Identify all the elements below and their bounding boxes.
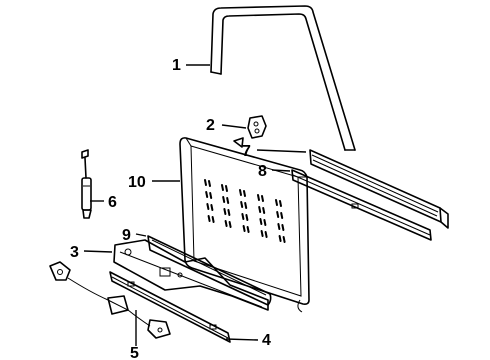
panel-slot (223, 208, 227, 215)
panel-slot (261, 195, 264, 202)
panel-slot (211, 216, 215, 223)
callout-2: 2 (206, 117, 215, 134)
panel-slot (277, 223, 281, 230)
panel-slot (222, 196, 226, 203)
panel-slot (241, 213, 245, 220)
part-4-rail (109, 271, 231, 343)
part-3-lower-panel (113, 239, 269, 311)
panel-slot (206, 203, 210, 210)
panel-slot (204, 179, 207, 186)
part-2-hinge (233, 115, 267, 148)
panel-slot (275, 199, 278, 206)
panel-slot (246, 226, 250, 233)
panel-slot (281, 224, 285, 231)
panel-slot (205, 191, 209, 198)
panel-slot (244, 202, 248, 209)
panel-slot (258, 206, 262, 213)
leader-9 (135, 233, 147, 237)
leader-4 (225, 338, 259, 341)
part-5-latch-cable (49, 261, 171, 339)
leader-2 (221, 124, 247, 129)
panel-slot (225, 185, 228, 192)
panel-slot (259, 218, 263, 225)
panel-slot (228, 221, 232, 228)
panel-slot (262, 207, 266, 214)
leader-3 (83, 250, 113, 253)
callout-3: 3 (70, 244, 79, 261)
panel-slot (260, 230, 264, 237)
callout-7: 7 (242, 143, 251, 160)
panel-slot (278, 235, 282, 242)
part-6-lift-support (81, 149, 92, 219)
callout-numbers: 1 2 7 8 10 6 9 3 4 5 (70, 57, 271, 360)
panel-slot (245, 214, 249, 221)
panel-slot (221, 184, 224, 191)
panel-slot (282, 236, 286, 243)
callout-10: 10 (128, 174, 146, 191)
panel-slot (239, 189, 242, 196)
callout-8: 8 (258, 163, 267, 180)
part-7-upper-channel (309, 149, 449, 229)
leader-8 (271, 169, 291, 172)
callout-9: 9 (122, 227, 131, 244)
panel-slot (264, 231, 268, 238)
panel-slot (240, 201, 244, 208)
callout-6: 6 (108, 194, 117, 211)
leader-lines (83, 64, 307, 346)
panel-slot (280, 212, 284, 219)
callout-1: 1 (172, 57, 181, 74)
panel-slot (276, 211, 280, 218)
panel-slot (242, 225, 246, 232)
panel-slot (209, 192, 213, 199)
panel-slot (227, 209, 231, 216)
panel-slot (224, 220, 228, 227)
part-10-tailgate-panel (179, 137, 310, 313)
panel-slot (243, 190, 246, 197)
panel-slot (207, 215, 211, 222)
part-8-lower-rail (291, 169, 432, 241)
part-1-weatherstrip (210, 5, 356, 151)
panel-slot (226, 197, 230, 204)
panel-slot (208, 180, 211, 187)
panel-slot (279, 200, 282, 207)
panel-slot (210, 204, 214, 211)
panel-slot (257, 194, 260, 201)
leader-7 (256, 149, 307, 153)
callout-4: 4 (262, 332, 271, 349)
callout-5: 5 (130, 345, 139, 360)
panel-slot (263, 219, 267, 226)
